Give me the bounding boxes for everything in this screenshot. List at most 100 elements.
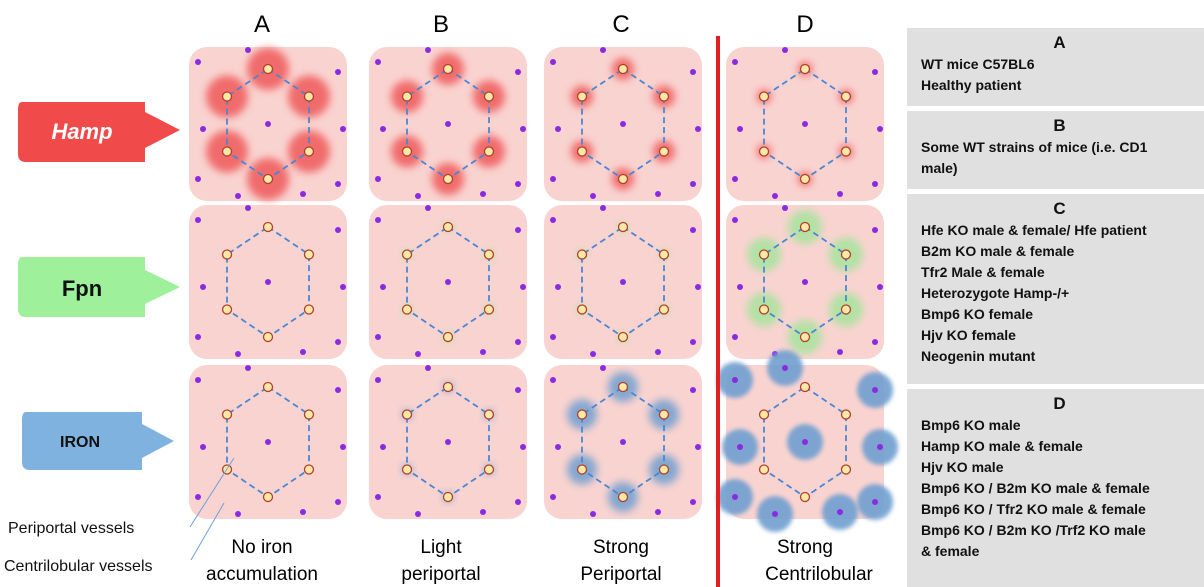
periportal-vessel: [799, 331, 811, 343]
panel-hamp-b: [369, 47, 527, 201]
centrilobular-vessel: [200, 284, 206, 290]
centrilobular-vessel: [265, 279, 271, 285]
periportal-vessel: [401, 304, 413, 315]
periportal-vessel: [442, 173, 454, 185]
centrilobular-vessel: [782, 205, 788, 211]
periportal-vessel: [221, 304, 233, 315]
centrilobular-vessel: [335, 387, 341, 393]
centrilobular-vessel: [235, 351, 241, 357]
centrilobular-vessel: [380, 126, 386, 132]
side-panel-b-line-2: male): [921, 160, 958, 176]
periportal-vessel: [303, 464, 315, 475]
periportal-vessel: [221, 91, 233, 102]
periportal-vessel: [758, 464, 770, 475]
periportal-vessel: [658, 409, 670, 420]
periportal-legend: Periportal vessels: [8, 520, 134, 537]
periportal-vessel: [758, 249, 770, 260]
centrilobular-vessel: [732, 334, 738, 340]
centrilobular-vessel: [335, 499, 341, 505]
side-panel-b-title: B: [1053, 116, 1066, 135]
periportal-vessel: [758, 304, 770, 315]
centrilobular-vessel: [375, 176, 381, 182]
centrilobular-vessel: [300, 509, 306, 515]
panel-fpn-d: [726, 205, 884, 359]
centrilobular-vessel: [550, 217, 556, 223]
periportal-vessel: [576, 304, 588, 315]
caption-b-line1: Light: [420, 537, 462, 558]
fpn-arrow-shape: [18, 257, 180, 317]
centrilobular-vessel: [690, 181, 696, 187]
centrilobular-vessel: [335, 339, 341, 345]
periportal-vessel: [221, 409, 233, 420]
centrilobular-vessel: [600, 365, 606, 371]
panel-hamp-c: [544, 47, 702, 201]
periportal-vessel: [303, 146, 315, 157]
centrilobular-vessel: [655, 509, 661, 515]
periportal-vessel: [840, 464, 852, 475]
periportal-vessel: [576, 91, 588, 102]
centrilobular-vessel: [515, 387, 521, 393]
caption-c-line1: Strong: [593, 537, 649, 558]
centrilobular-vessel: [335, 227, 341, 233]
side-panel-d: D Bmp6 KO male Hamp KO male & female Hjv…: [907, 389, 1204, 587]
panel-iron-c: [544, 365, 702, 519]
centrilobular-vessel: [340, 126, 346, 132]
centrilobular-vessel: [837, 349, 843, 355]
hamp-label: Hamp: [51, 119, 112, 144]
side-panel-c-line-5: Bmp6 KO female: [921, 306, 1034, 322]
centrilobular-vessel: [872, 499, 878, 505]
side-panel-d-line-6: Bmp6 KO / B2m KO /Trf2 KO male: [921, 522, 1146, 538]
centrilobular-vessel: [872, 69, 878, 75]
periportal-vessel: [401, 409, 413, 420]
periportal-vessel: [658, 249, 670, 260]
side-panel-a-line-1: WT mice C57BL6: [921, 56, 1035, 72]
periportal-vessel: [617, 173, 629, 185]
periportal-vessel: [617, 221, 629, 233]
centrilobular-vessel: [550, 176, 556, 182]
side-panel-a-line-2: Healthy patient: [921, 77, 1022, 93]
centrilobular-vessel: [200, 444, 206, 450]
periportal-vessel: [401, 91, 413, 102]
periportal-vessel: [617, 381, 629, 393]
centrilobular-vessel: [690, 227, 696, 233]
centrilobular-vessel: [520, 444, 526, 450]
centrilobular-vessel: [690, 387, 696, 393]
centrilobular-vessel: [732, 176, 738, 182]
periportal-vessel: [840, 409, 852, 420]
centrilobular-vessel: [590, 351, 596, 357]
centrilobular-vessel: [837, 509, 843, 515]
periportal-vessel: [576, 464, 588, 475]
centrilobular-vessel: [235, 511, 241, 517]
centrilobular-vessel: [195, 176, 201, 182]
centrilobular-vessel: [802, 279, 808, 285]
side-panel-a-title: A: [1053, 33, 1066, 52]
periportal-vessel: [262, 221, 274, 233]
periportal-vessel: [658, 146, 670, 157]
side-panel-d-line-1: Bmp6 KO male: [921, 417, 1021, 433]
centrilobular-vessel: [600, 205, 606, 211]
centrilobular-vessel: [877, 284, 883, 290]
centrilobular-vessel: [375, 377, 381, 383]
centrilobular-vessel: [195, 377, 201, 383]
periportal-vessel: [221, 249, 233, 260]
centrilobular-vessel: [737, 444, 743, 450]
centrilobular-vessel: [425, 205, 431, 211]
centrilobular-vessel: [380, 284, 386, 290]
centrilobular-vessel: [195, 59, 201, 65]
centrilobular-vessel: [737, 284, 743, 290]
centrilobular-vessel: [872, 339, 878, 345]
periportal-vessel: [758, 91, 770, 102]
side-panel-b-line-1: Some WT strains of mice (i.e. CD1: [921, 139, 1148, 155]
centrilobular-vessel: [782, 47, 788, 53]
centrilobular-vessel: [245, 365, 251, 371]
centrilobular-vessel: [520, 284, 526, 290]
centrilobular-vessel: [600, 47, 606, 53]
periportal-vessel: [658, 91, 670, 102]
centrilobular-vessel: [340, 284, 346, 290]
side-panel-c-line-4: Heterozygote Hamp-/+: [921, 285, 1070, 301]
hamp-row-label: Hamp: [18, 102, 180, 162]
centrilobular-vessel: [555, 126, 561, 132]
periportal-vessel: [303, 304, 315, 315]
centrilobular-vessel: [265, 121, 271, 127]
panel-iron-d: [717, 350, 898, 532]
